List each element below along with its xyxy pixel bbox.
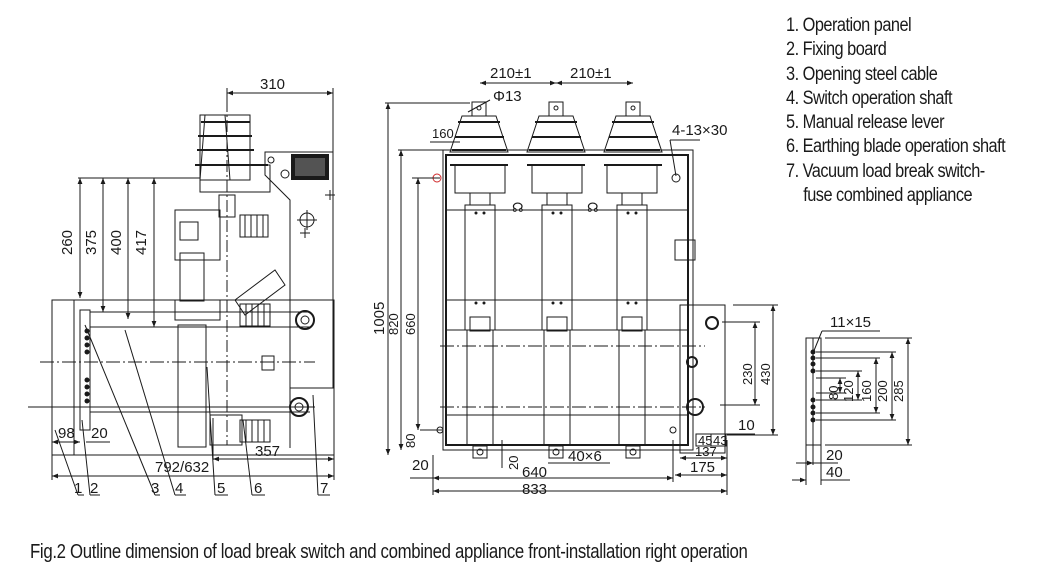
roller-upper (295, 310, 315, 330)
dim-10: 10 (738, 417, 755, 434)
dim-slot-4-13x30: 4-13×30 (672, 122, 727, 139)
figure-caption: Fig.2 Outline dimension of load break sw… (30, 541, 748, 563)
dim-40: 40 (826, 464, 843, 481)
dim-137: 137 (695, 444, 717, 459)
dim-160: 160 (859, 380, 874, 402)
callout-4: 4 (175, 480, 183, 497)
fins (234, 214, 286, 443)
dim-98: 98 (58, 425, 75, 442)
board-holes (810, 349, 816, 423)
callout-2: 2 (90, 480, 98, 497)
dim-200: 200 (875, 380, 890, 402)
dim-285: 285 (891, 380, 906, 402)
bolt-holes (84, 328, 90, 404)
dim-820: 820 (386, 313, 401, 335)
fuse-link-icon: ☊ (512, 200, 524, 215)
dim-792-632: 792/632 (155, 459, 209, 476)
dim-40x6: 40×6 (568, 448, 602, 465)
dim-210-left: 210±1 (490, 65, 532, 82)
dim-45: 45 (698, 433, 712, 448)
insulators (449, 101, 663, 194)
mechanism-box (174, 209, 221, 261)
insulator (195, 114, 271, 193)
legend-item: 1. Operation panel (786, 15, 912, 36)
legend-item: 3. Opening steel cable (786, 63, 938, 85)
dim-1005: 1005 (371, 302, 388, 335)
fixing-board (79, 309, 91, 431)
pole-columns (464, 192, 648, 446)
callout-5: 5 (217, 480, 225, 497)
dim-160: 160 (432, 126, 454, 141)
dim-430: 430 (758, 363, 773, 385)
dim-375: 375 (83, 230, 100, 255)
operation-panel (679, 304, 726, 454)
dim-640: 640 (522, 464, 547, 481)
dim-phi13: Φ13 (493, 88, 522, 105)
dim-417: 417 (133, 230, 150, 255)
dim-43: 43 (713, 433, 727, 448)
legend-item: 5. Manual release lever (786, 112, 945, 134)
callout-1: 1 (74, 480, 82, 497)
legend-item: 2. Fixing board (786, 39, 887, 61)
dim-20-bottom: 20 (506, 456, 521, 470)
nameplate (291, 154, 329, 180)
dim-80: 80 (826, 386, 841, 400)
dim-80: 80 (403, 434, 418, 448)
dim-210-right: 210±1 (570, 65, 612, 82)
legend-item: 7. Vacuum load break switch- (786, 160, 985, 182)
front-view: 210±1 210±1 Φ13 (371, 65, 778, 498)
dim-260: 260 (59, 230, 76, 255)
front-frame (442, 149, 694, 451)
dim-660: 660 (403, 313, 418, 335)
callout-6: 6 (254, 480, 262, 497)
dim-833: 833 (522, 481, 547, 498)
callout-3: 3 (151, 480, 159, 497)
dim-20: 20 (91, 425, 108, 442)
parts-legend: 1. Operation panel 2. Fixing board 3. Op… (786, 14, 1006, 208)
crosshairs (297, 190, 335, 238)
callout-leaders (54, 324, 330, 496)
callout-7: 7 (320, 480, 328, 497)
fuse-link-icon: ☊ (587, 200, 599, 215)
fuse-body (179, 252, 205, 302)
legend-item: 4. Switch operation shaft (786, 87, 953, 109)
shaft-housing (177, 324, 207, 448)
dim-175: 175 (690, 459, 715, 476)
dim-310: 310 (260, 76, 285, 93)
fixing-board-view: 11×15 80 120 160 200 285 20 (792, 314, 912, 485)
dim-20: 20 (826, 447, 843, 464)
earthing-box (209, 414, 243, 446)
dim-357: 357 (255, 443, 280, 460)
dim-400: 400 (108, 230, 125, 255)
dim-20-left: 20 (412, 457, 429, 474)
dim-11x15: 11×15 (830, 314, 871, 331)
side-view: 310 (28, 76, 335, 497)
legend-item-continuation: fuse combined appliance (803, 185, 973, 207)
legend-item: 6. Earthing blade operation shaft (786, 136, 1006, 158)
dim-230: 230 (740, 363, 755, 385)
dim-120: 120 (841, 380, 856, 402)
